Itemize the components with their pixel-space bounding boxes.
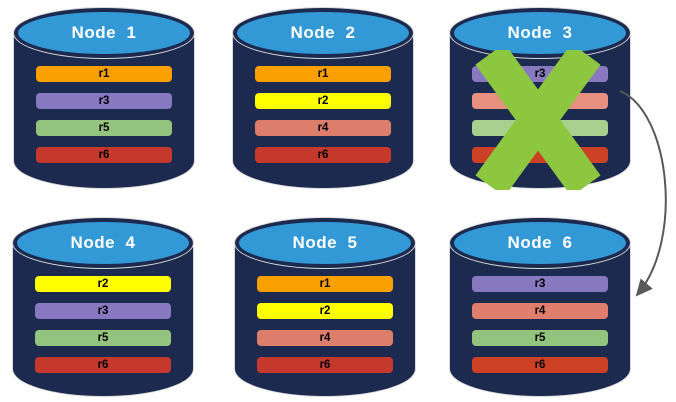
replica-bar: r3 [36, 93, 172, 109]
node-2-cylinder-top: Node 2 [233, 8, 413, 58]
node-2: Node 2 r1 r2 r4 r6 [233, 8, 413, 188]
replica-bar: r6 [36, 147, 172, 163]
replica-bar: r4 [255, 120, 391, 136]
replica-bar: r2 [255, 93, 391, 109]
node-1-replicas: r1 r3 r5 r6 [14, 66, 194, 163]
replica-bar: r6 [257, 357, 393, 373]
replica-bar: r5 [35, 330, 171, 346]
replica-bar: r3 [472, 276, 608, 292]
node-4-title: Node 4 [70, 233, 136, 252]
node-2-title: Node 2 [290, 23, 356, 42]
node-1: Node 1 r1 r3 r5 r6 [14, 8, 194, 188]
replica-bar [472, 147, 608, 163]
replica-bar: r4 [257, 330, 393, 346]
node-6-cylinder-top: Node 6 [450, 218, 630, 268]
node-3-title: Node 3 [507, 23, 573, 42]
node-6-replicas: r3 r4 r5 r6 [450, 276, 630, 373]
node-3-cylinder-top: Node 3 [450, 8, 630, 58]
node-5: Node 5 r1 r2 r4 r6 [235, 218, 415, 396]
replica-bar [472, 93, 608, 109]
replica-bar: r2 [35, 276, 171, 292]
replica-bar: r1 [255, 66, 391, 82]
node-4-replicas: r2 r3 r5 r6 [13, 276, 193, 373]
node-5-title: Node 5 [292, 233, 358, 252]
node-4: Node 4 r2 r3 r5 r6 [13, 218, 193, 396]
node-2-replicas: r1 r2 r4 r6 [233, 66, 413, 163]
replica-bar: r1 [36, 66, 172, 82]
node-3: Node 3 r3 [450, 8, 630, 188]
node-5-cylinder-top: Node 5 [235, 218, 415, 268]
node-5-replicas: r1 r2 r4 r6 [235, 276, 415, 373]
replica-bar: r5 [36, 120, 172, 136]
replica-bar: r1 [257, 276, 393, 292]
replica-bar [472, 120, 608, 136]
replica-bar: r4 [472, 303, 608, 319]
replica-bar: r3 [472, 66, 608, 82]
node-1-title: Node 1 [71, 23, 137, 42]
replica-bar: r5 [472, 330, 608, 346]
node-3-replicas: r3 [450, 66, 630, 163]
node-4-cylinder-top: Node 4 [13, 218, 193, 268]
replica-bar: r2 [257, 303, 393, 319]
node-6-title: Node 6 [507, 233, 573, 252]
replica-bar: r6 [255, 147, 391, 163]
replica-bar: r6 [35, 357, 171, 373]
replica-bar: r6 [472, 357, 608, 373]
node-6: Node 6 r3 r4 r5 r6 [450, 218, 630, 396]
node-1-cylinder-top: Node 1 [14, 8, 194, 58]
replica-bar: r3 [35, 303, 171, 319]
